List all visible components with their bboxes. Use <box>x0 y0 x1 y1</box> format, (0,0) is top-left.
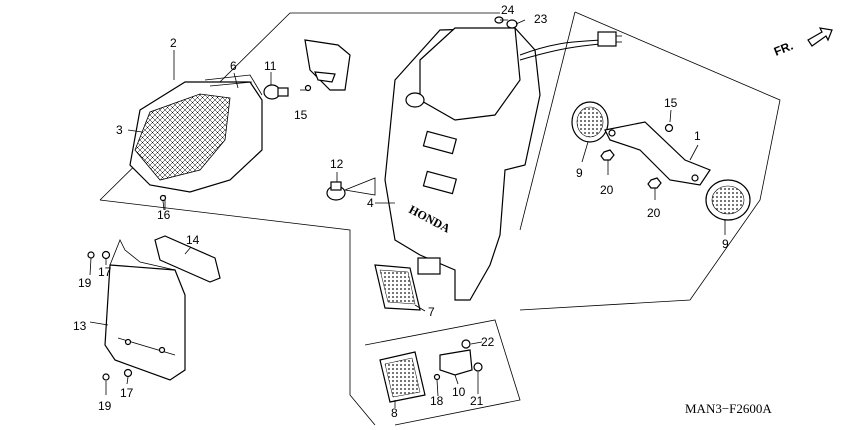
part-label: 12 <box>330 157 344 171</box>
rear-reflector-8 <box>379 351 426 403</box>
cap-nut-icon <box>326 181 346 201</box>
screw-icon <box>159 84 312 202</box>
screw-icon <box>664 123 674 133</box>
part-label: 17 <box>98 265 112 279</box>
mud-flap <box>104 239 186 381</box>
reflector-bracket-1 <box>604 121 711 186</box>
part-label: 2 <box>170 36 177 50</box>
nut-icon <box>600 149 662 189</box>
direction-label: FR. <box>772 39 795 59</box>
part-label: 14 <box>186 233 200 247</box>
part-label: 6 <box>230 59 237 73</box>
part-label: 17 <box>120 386 134 400</box>
sub-assembly-outline <box>364 319 521 426</box>
washer-icon <box>494 16 518 29</box>
reflector-bracket <box>300 39 351 91</box>
part-label: 9 <box>576 166 583 180</box>
part-label: 15 <box>664 96 678 110</box>
rear-fender-bracket: HONDA <box>384 27 541 301</box>
part-label: 16 <box>157 208 171 222</box>
part-label: 23 <box>534 12 548 26</box>
wiring-harness <box>519 31 622 61</box>
part-label: 10 <box>452 385 466 399</box>
reflector-bracket-10 <box>433 339 483 381</box>
part-label: 20 <box>647 206 661 220</box>
part-label: 1 <box>694 129 701 143</box>
side-reflector-left <box>571 101 609 143</box>
part-label: 24 <box>501 3 515 17</box>
part-label: 15 <box>294 108 308 122</box>
leader-lines <box>89 19 726 408</box>
part-label: 19 <box>78 276 92 290</box>
part-label: 7 <box>428 305 435 319</box>
part-label: 9 <box>722 237 729 251</box>
tail-light-assembly <box>129 74 263 210</box>
bulb-icon <box>263 84 289 100</box>
part-label: 3 <box>116 123 123 137</box>
part-label: 21 <box>470 394 484 408</box>
part-label: 19 <box>98 399 112 413</box>
part-label: 20 <box>600 183 614 197</box>
part-labels: 1 2 3 4 6 7 8 9 9 10 11 12 13 14 15 15 1… <box>73 3 729 420</box>
bolt-icon <box>87 250 133 381</box>
part-label: 11 <box>264 59 277 73</box>
part-label: 18 <box>430 394 444 408</box>
part-label: 4 <box>367 196 374 210</box>
part-label: 22 <box>481 335 495 349</box>
part-label: 13 <box>73 319 87 333</box>
mud-flap-stay <box>154 235 221 283</box>
front-direction-arrow: FR. <box>772 27 833 59</box>
part-label: 8 <box>391 406 398 420</box>
diagram-code: MAN3−F2600A <box>685 401 772 416</box>
rear-reflector-7 <box>374 264 421 311</box>
side-reflector-right <box>705 179 751 221</box>
